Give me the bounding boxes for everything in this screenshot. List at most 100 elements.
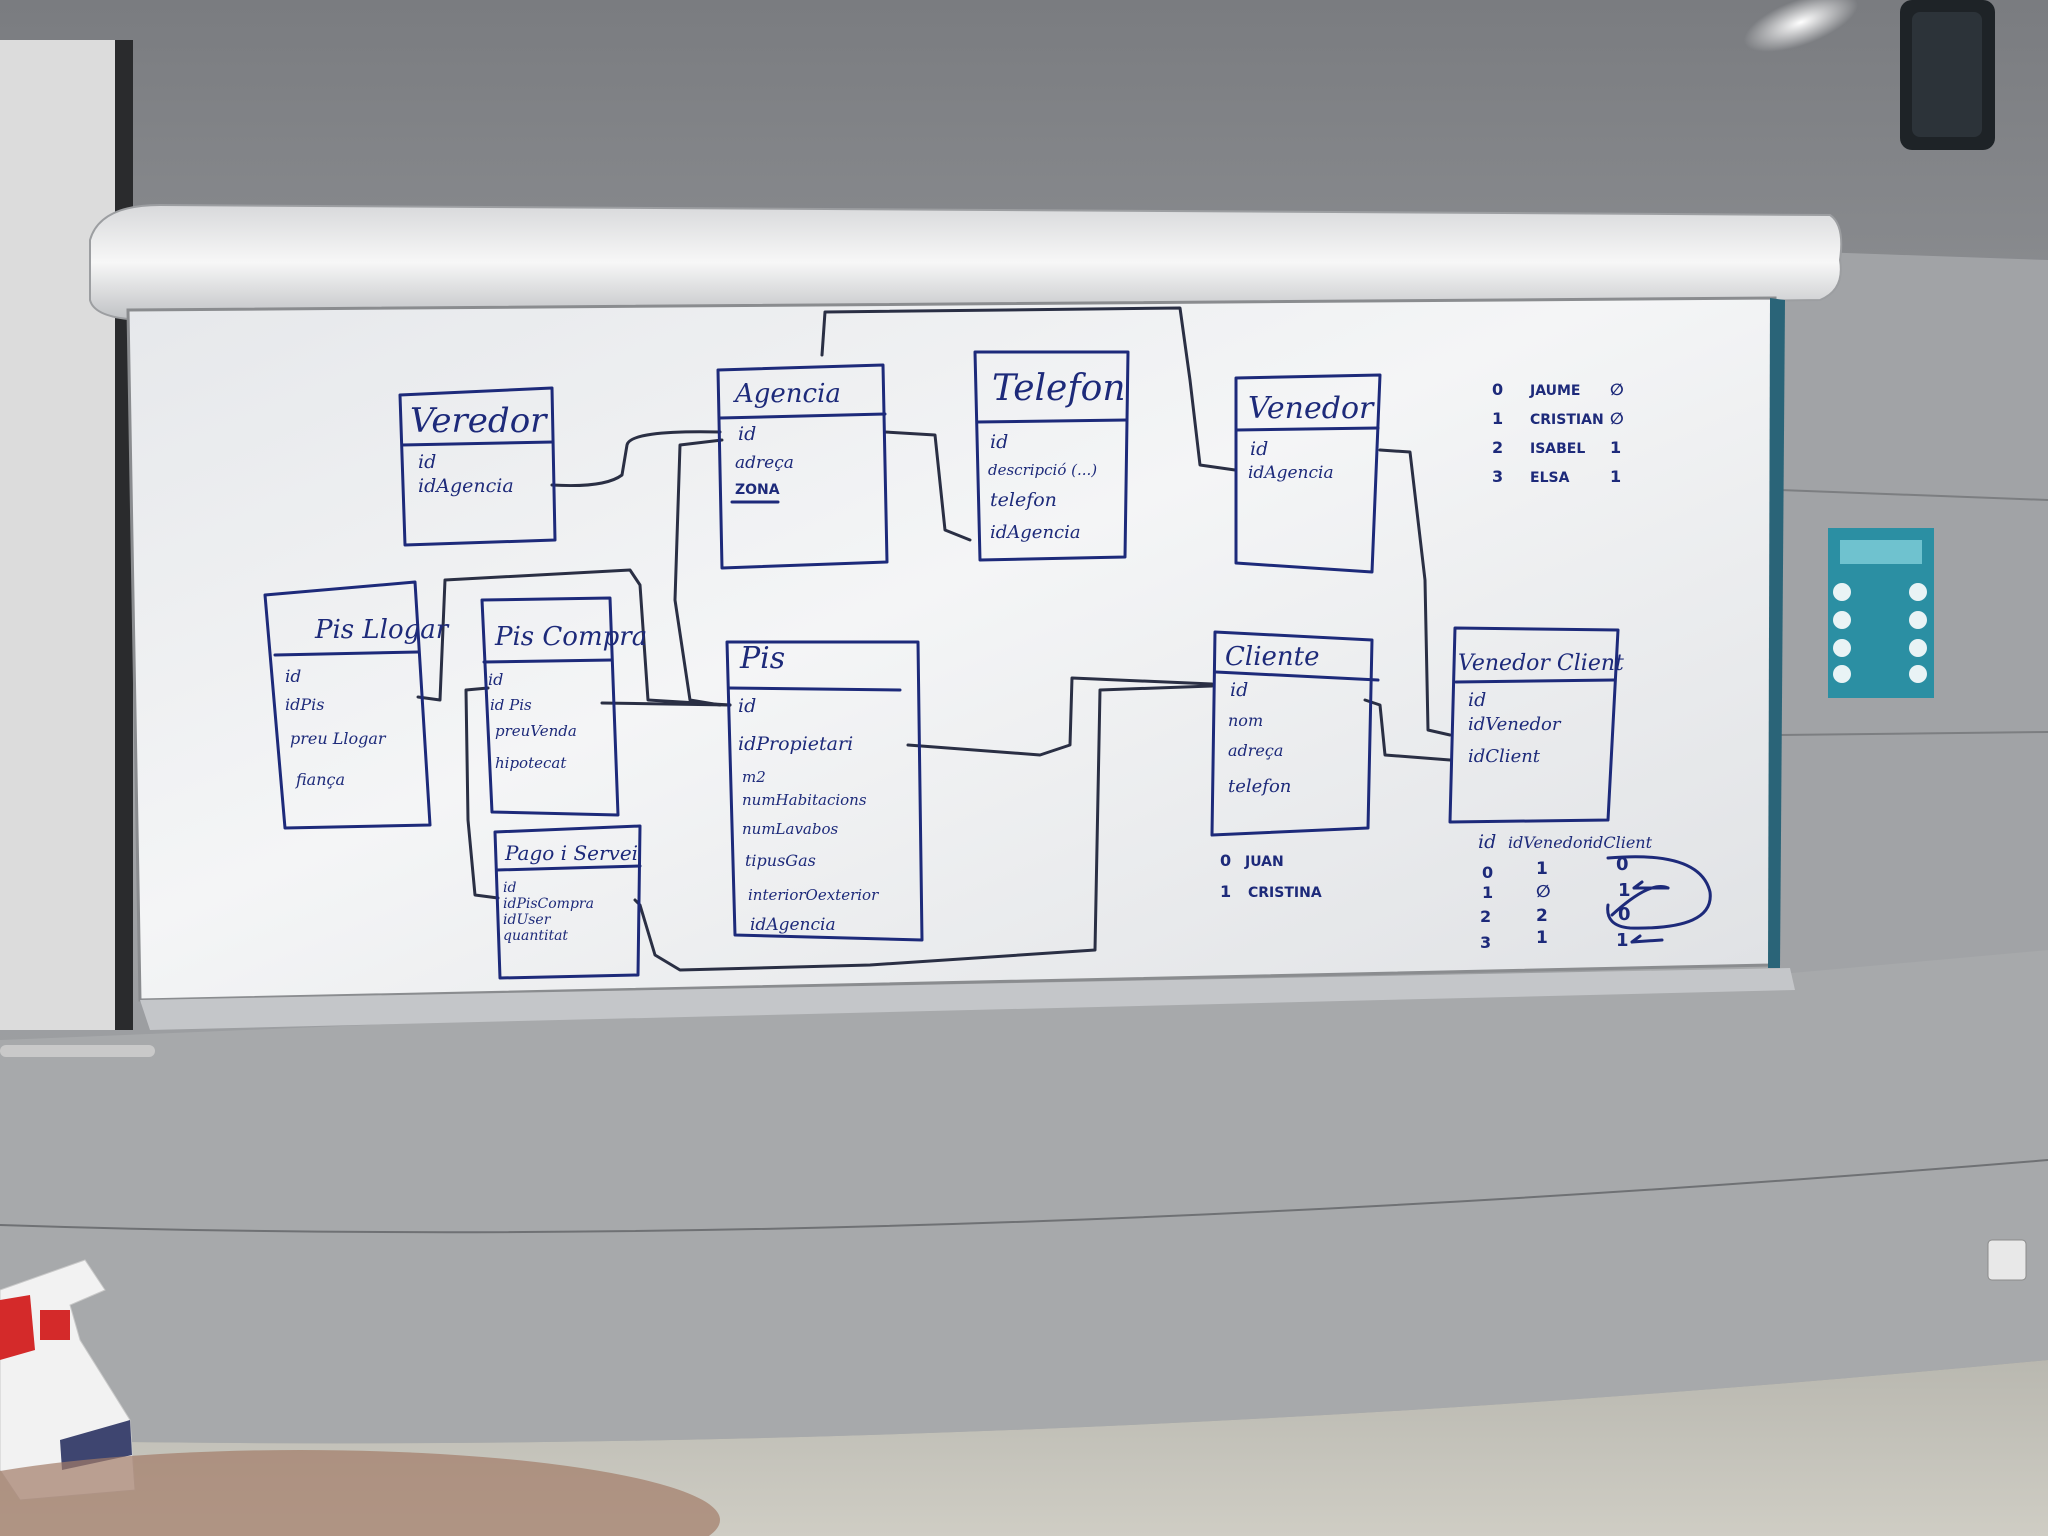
svg-text:0: 0: [1618, 904, 1631, 925]
connector-line: [1363, 698, 1452, 762]
svg-text:3: 3: [1480, 933, 1491, 952]
svg-text:ELSA: ELSA: [1530, 470, 1570, 486]
hand-blur: [0, 1450, 720, 1536]
field: tipusGas: [745, 851, 816, 870]
field: idClient: [1468, 746, 1541, 767]
link-row: 2 2 0: [1480, 904, 1631, 926]
connector-line: [600, 701, 732, 707]
field: idAgencia: [1248, 463, 1334, 483]
field: interiorOexterior: [748, 886, 879, 904]
svg-text:1: 1: [1610, 438, 1621, 457]
connector-line: [416, 568, 732, 707]
projector-screen: [0, 40, 120, 1030]
client-row: 1 CRISTINA: [1220, 882, 1322, 901]
field: id: [285, 667, 301, 687]
svg-text:CRISTINA: CRISTINA: [1248, 885, 1322, 901]
wall-seam: [0, 1159, 2048, 1234]
table-pis: Pis id idPropietari m2 numHabitacions nu…: [725, 640, 924, 942]
table-cliente: Cliente id nom adreça telefon: [1210, 630, 1380, 837]
field: idPis: [285, 695, 324, 714]
connector-line: [1378, 448, 1452, 737]
field: telefon: [1228, 776, 1291, 797]
field: adreça: [1228, 741, 1283, 760]
spray-bottle: [0, 1259, 136, 1501]
panel-line: [1779, 731, 2048, 736]
table-title: Venedor Client: [1458, 651, 1624, 676]
svg-text:1: 1: [1610, 467, 1621, 486]
svg-text:CRISTIAN: CRISTIAN: [1530, 412, 1604, 428]
field: fiança: [295, 770, 345, 789]
field: telefon: [990, 489, 1057, 511]
table-pago-servei: Pago i Servei id idPisCompra idUser quan…: [493, 824, 642, 980]
field: id: [738, 423, 756, 445]
field: numLavabos: [742, 820, 838, 838]
table-title: Agencia: [733, 379, 841, 409]
table-title: Pis: [739, 641, 785, 676]
field: descripció (...): [988, 461, 1097, 479]
whiteboard-frame-right: [1768, 298, 1785, 968]
table-title: Telefon: [992, 368, 1126, 409]
svg-text:2: 2: [1492, 438, 1503, 457]
seller-row: 1 CRISTIAN ∅: [1492, 409, 1624, 428]
table-veredor: Veredor id idAgencia: [398, 386, 557, 547]
svg-text:∅: ∅: [1610, 409, 1624, 428]
field: id: [1230, 679, 1248, 701]
field: preu Llogar: [290, 729, 387, 748]
link-header: idVenedor: [1508, 833, 1592, 852]
whiteboard: [126, 296, 1777, 1002]
board-top-rail: [89, 203, 1843, 322]
table-title: Veredor: [410, 401, 548, 441]
field: idAgencia: [418, 475, 514, 497]
panel-line: [1779, 489, 2048, 501]
svg-text:3: 3: [1492, 467, 1503, 486]
arrow-annotation: [1630, 934, 1664, 944]
field: id: [738, 695, 756, 717]
field: id: [503, 880, 516, 896]
field: id: [990, 431, 1008, 453]
table-title: Pago i Servei: [504, 841, 638, 865]
table-pis-llogar: Pis Llogar id idPis preu Llogar fiança: [263, 580, 450, 830]
loop-annotation: [1606, 855, 1712, 930]
seller-row: 2 ISABEL 1: [1492, 438, 1621, 457]
field: idVenedor: [1468, 714, 1562, 735]
svg-text:2: 2: [1480, 907, 1491, 926]
seller-list: 0 JAUME ∅ 1 CRISTIAN ∅ 2 ISABEL 1 3 ELSA…: [1492, 380, 1624, 486]
field: id: [1468, 689, 1486, 711]
table-telefon: Telefon id descripció (...) telefon idAg…: [973, 350, 1130, 562]
link-header: id: [1478, 831, 1496, 853]
svg-text:0: 0: [1492, 380, 1503, 399]
table-venedor-client: Venedor Client id idVenedor idClient: [1448, 626, 1624, 824]
svg-text:∅: ∅: [1610, 380, 1624, 399]
link-row: 1 ∅ 1: [1482, 880, 1631, 902]
svg-text:1: 1: [1618, 880, 1631, 901]
field: id: [1250, 438, 1268, 460]
table-title: Pis Compra: [494, 622, 647, 652]
table-title: Venedor: [1248, 391, 1375, 426]
svg-text:1: 1: [1536, 859, 1548, 879]
svg-text:1: 1: [1536, 928, 1548, 948]
table-title: Pis Llogar: [314, 615, 450, 645]
field: idPisCompra: [503, 896, 594, 912]
field: adreça: [735, 453, 794, 473]
svg-text:ISABEL: ISABEL: [1530, 441, 1585, 457]
field: nom: [1228, 711, 1263, 730]
svg-text:1: 1: [1492, 409, 1503, 428]
screen-bar: [0, 1045, 155, 1057]
table-pis-compra: Pis Compra id id Pis preuVenda hipotecat: [480, 596, 647, 817]
table-title: Cliente: [1225, 642, 1320, 672]
svg-text:∅: ∅: [1536, 882, 1551, 902]
link-row: 3 1 1: [1480, 928, 1629, 952]
connector-line: [883, 430, 972, 542]
svg-text:0: 0: [1482, 863, 1493, 882]
wall-lower-panel: [0, 950, 2048, 1444]
client-row: 0 JUAN: [1220, 851, 1284, 870]
ceiling-light: [1736, 0, 1865, 65]
link-table: id idVenedor idClient 0 1 0 1 ∅ 1 2 2 0 …: [1478, 831, 1712, 952]
field: numHabitacions: [742, 791, 867, 809]
field: m2: [742, 768, 766, 786]
svg-text:0: 0: [1220, 851, 1231, 870]
link-row: 0 1 0: [1482, 854, 1629, 882]
svg-text:0: 0: [1616, 854, 1629, 875]
client-list: 0 JUAN 1 CRISTINA: [1220, 851, 1322, 901]
